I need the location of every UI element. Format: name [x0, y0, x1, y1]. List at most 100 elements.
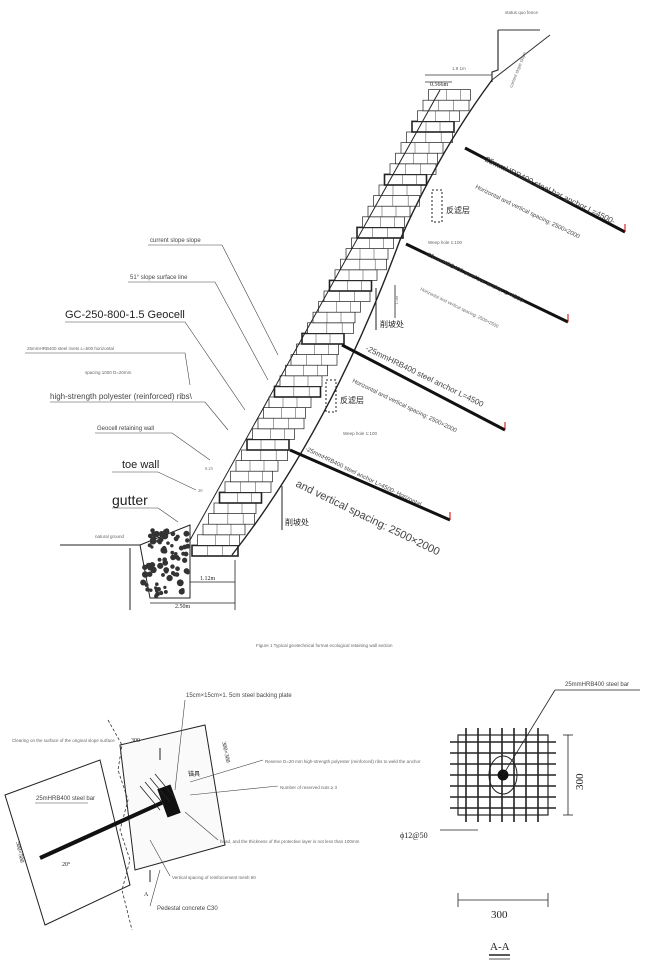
geocell-row — [313, 312, 355, 323]
angle-label: 20° — [62, 861, 71, 868]
geocell-row — [346, 249, 388, 260]
dim-300-bottom: 300 — [491, 909, 508, 921]
rubble-stone — [166, 541, 170, 545]
section-bar-label: 25mmHRB400 steel bar — [565, 682, 629, 688]
geocell-row — [242, 450, 288, 461]
geocell-row — [412, 121, 454, 132]
filter-layer-zone-2 — [326, 380, 336, 412]
anchor-4-line2: and vertical spacing: 2500×2000 — [294, 478, 442, 558]
rubble-stone — [140, 580, 146, 586]
filter-layer-label-2: 反滤层 — [340, 395, 364, 405]
surface-line-label: 51° slope surface line — [130, 275, 188, 281]
rubble-stone — [157, 563, 163, 569]
current-slope-label: current slope slope — [150, 238, 201, 244]
geocell-row — [335, 270, 377, 281]
rubble-stone — [158, 541, 162, 545]
rubble-stone — [185, 538, 189, 542]
geocell-row — [247, 439, 289, 450]
pedestal-outline — [5, 760, 130, 925]
leader-current-slope — [148, 245, 278, 355]
geocell-row — [286, 365, 328, 376]
geocell-row — [269, 397, 311, 408]
gutter-label: gutter — [112, 492, 148, 508]
rubble-stone — [160, 547, 167, 554]
protective-label: head, and the thickness of the protectiv… — [220, 839, 360, 844]
slope-surface-line — [190, 90, 440, 540]
rubble-stone — [179, 546, 184, 551]
dim-020-label: 20 — [198, 488, 203, 493]
geocell-row — [225, 482, 271, 493]
ribs-label: high-strength polyester (reinforced) rib… — [50, 392, 193, 401]
geocell-row — [220, 492, 262, 503]
nuts-label: Number of reserved nuts ≥ 3 — [280, 785, 337, 790]
rubble-stone — [175, 572, 180, 577]
dim-250-label: 2.50m — [175, 604, 191, 610]
geocell-row — [308, 323, 354, 334]
filter-layer-zone-1 — [432, 190, 442, 222]
geocell-row — [264, 408, 306, 419]
rubble-stone — [184, 568, 190, 574]
dim-300x300-label: 300×300 — [220, 741, 230, 763]
weld-label: Vertical spacing of reinforcement mesh 6… — [172, 875, 256, 880]
rubble-stone — [151, 536, 156, 541]
rubble-stone — [177, 579, 184, 586]
geocell-row — [275, 386, 321, 397]
rubble-stone — [175, 566, 180, 571]
rubble-stone — [176, 557, 180, 561]
dim-300-top: 300 — [131, 738, 140, 744]
geocell-row — [379, 185, 421, 196]
dim-025-label: 0.25 — [205, 466, 214, 471]
geocell-row — [297, 344, 339, 355]
geocell-row — [319, 302, 361, 313]
anchor-cn-label: 锚具 — [188, 770, 200, 778]
geocell-row — [214, 503, 256, 514]
geocell-row — [192, 545, 238, 556]
backing-plate-label: 15cm×15cm×1. 5cm steel backing plate — [186, 693, 292, 699]
geocell-row — [385, 174, 427, 185]
rubble-stone — [154, 594, 158, 598]
geocell-row — [357, 227, 403, 238]
geocell-label: GC-250-800-1.5 Geocell — [65, 309, 185, 321]
rubble-stone — [163, 531, 168, 536]
rubble-stone — [159, 591, 163, 595]
retaining-wall-label: Geocell retaining wall — [97, 426, 154, 432]
toe-wall-label: toe wall — [122, 459, 159, 471]
geocell-row — [330, 280, 372, 291]
weep-hole-label-b: Weep hole 1:100 — [343, 431, 377, 436]
weep-hole-label-a: Weep hole 1:100 — [428, 240, 462, 245]
rubble-stone — [154, 586, 157, 589]
rubble-stone — [170, 555, 176, 561]
geocell-row — [324, 291, 370, 302]
anchor-3-line1: -25mmHRB400 steel anchor L=4500 — [364, 344, 485, 409]
rubble-stone — [170, 544, 173, 547]
geocell-row — [209, 514, 255, 525]
geocell-row — [253, 429, 295, 440]
rubble-stone — [155, 589, 158, 592]
geocell-row — [236, 461, 278, 472]
rubble-stone — [163, 586, 166, 589]
pedestal-label: Pedestal concrete C30 — [157, 906, 218, 912]
dim-500x500-label: 500×500 — [14, 841, 24, 863]
rubble-stone — [161, 573, 165, 577]
anchor-1-line1: -25mmHRB400 steel bar anchor L=4500- — [481, 154, 617, 226]
rivets-label-1: 25mmHRB400 steel rivets L=500 horizontal — [27, 346, 114, 351]
geocell-row — [258, 418, 304, 429]
section-title: A-A — [490, 941, 510, 953]
rubble-stone — [171, 531, 176, 536]
geocell-row — [352, 238, 394, 249]
geocell-row — [231, 471, 273, 482]
section-a-label: A — [144, 892, 149, 898]
rebar-note-label: Reserve D=20 mm high-strength polyester … — [265, 759, 421, 764]
geocell-block-stack — [192, 90, 471, 556]
rubble-stone — [170, 551, 174, 555]
figure1-caption: Figure 1 Typical geotechnical format eco… — [256, 643, 393, 648]
geocell-row — [390, 164, 436, 175]
geocell-row — [291, 355, 337, 366]
rubble-stone — [164, 590, 168, 594]
geocell-row — [302, 333, 344, 344]
top-width-label: 1.9 1m — [452, 66, 466, 71]
dim-15-label: 1.5m — [394, 295, 399, 305]
rubble-stone — [145, 587, 149, 591]
rubble-stone — [162, 557, 167, 562]
